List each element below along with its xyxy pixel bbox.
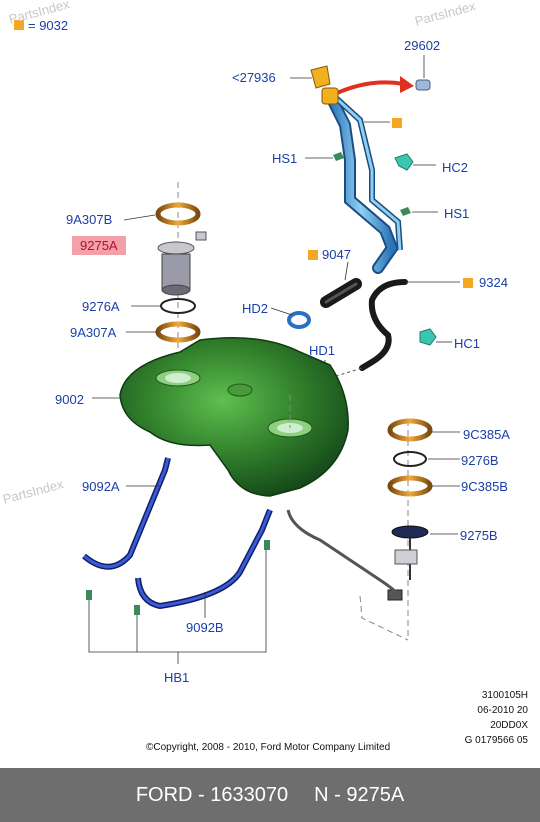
label-9276b: 9276B [461,453,499,468]
bolts-hb1 [86,540,270,615]
label-hs1-right: HS1 [444,206,470,221]
label-9275a-highlight: 9275A [72,236,126,255]
clip-hs1-top [333,152,344,161]
label-hs1-top: HS1 [272,151,298,166]
label-hd1: HD1 [309,343,336,358]
fuel-pump-9275a [157,231,207,296]
seal-9276a [160,298,196,314]
red-arrow [334,80,405,96]
clip-hs1-right [400,207,411,216]
label-9a307b: 9A307B [66,212,113,227]
clip-hc1 [419,328,437,346]
ref-code-1: 3100105H [481,690,528,701]
strap-9092b [135,508,273,609]
clip-hc2 [394,153,414,171]
label-9002: 9002 [55,392,84,407]
label-hb1: HB1 [164,670,190,685]
label-9a307a: 9A307A [70,325,117,340]
ref-code-4: G 0179566 05 [464,735,528,746]
sender-9275b [387,525,429,601]
strap-9092a [82,457,171,570]
label-9324: 9324 [479,275,508,290]
hose-9324 [359,279,408,371]
ref-code-2: 06-2010 20 [477,705,528,716]
label-27936: <27936 [232,70,276,85]
footer-part: N - 9275A [314,783,405,806]
orange-marker-1 [392,118,402,128]
label-9276a: 9276A [82,299,120,314]
label-hd2: HD2 [242,301,269,316]
orange-marker-9047 [308,250,318,260]
jumper-pipe [286,509,402,597]
clamp-hd2 [287,311,311,329]
locking-ring-9a307b [155,202,201,226]
footer-bar: FORD - 1633070 N - 9275A [0,768,540,822]
legend-text: = 9032 [28,18,69,33]
orange-marker-9324 [463,278,473,288]
label-9092a: 9092A [82,479,120,494]
seal-9276b [393,451,427,467]
label-9275b: 9275B [460,528,498,543]
hose-9047 [320,278,362,308]
locking-ring-9c385b [387,475,433,497]
label-hc1: HC1 [454,336,481,351]
copyright-text: ©Copyright, 2008 - 2010, Ford Motor Comp… [146,742,391,753]
fuel-tank-9002 [119,336,349,497]
filler-cap [310,65,331,89]
label-9c385a: 9C385A [463,427,510,442]
label-9c385b: 9C385B [461,479,508,494]
label-29602: 29602 [404,38,441,53]
locking-ring-9a307a [155,321,201,343]
fuel-cap-small [415,79,431,91]
legend-swatch [14,20,24,30]
red-arrow-head [400,76,414,93]
label-9092b: 9092B [186,620,224,635]
label-9047: 9047 [322,247,351,262]
footer-brand: FORD - 1633070 [135,783,289,806]
label-hc2: HC2 [442,160,469,175]
locking-ring-9c385a [387,418,433,442]
filler-pipe [321,87,403,274]
fuel-system-diagram [82,55,473,664]
ref-code-3: 20DD0X [490,720,528,731]
